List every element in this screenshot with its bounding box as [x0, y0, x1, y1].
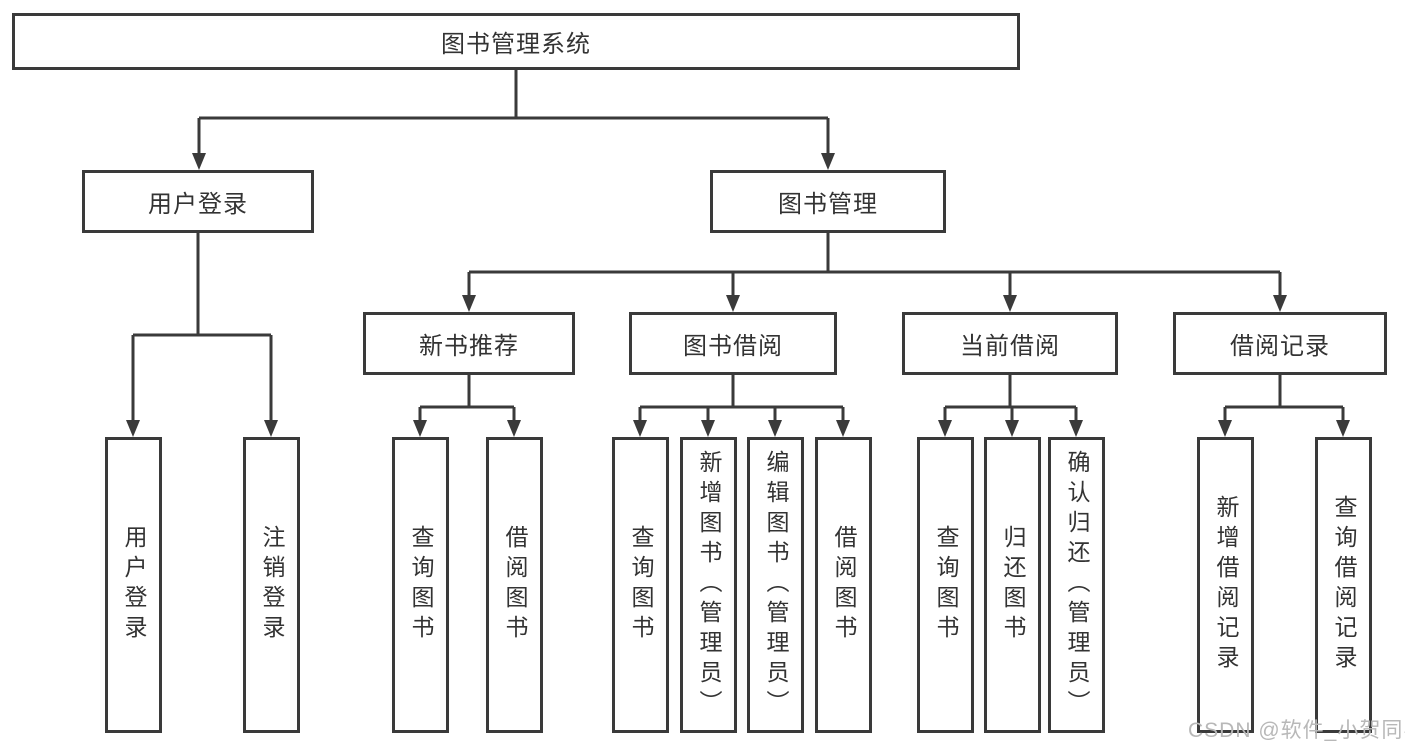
- node-borrow-records: 借阅记录: [1173, 312, 1387, 375]
- leaf-query-books-current: 查询图书: [917, 437, 974, 733]
- node-user-login: 用户登录: [82, 170, 314, 233]
- leaf-logout: 注销登录: [243, 437, 300, 733]
- leaf-add-books-admin: 新增图书（管理员）: [680, 437, 737, 733]
- leaf-user-login: 用户登录: [105, 437, 162, 733]
- leaf-confirm-return-admin: 确认归还（管理员）: [1048, 437, 1105, 733]
- leaf-borrow-books-recommend: 借阅图书: [486, 437, 543, 733]
- leaf-return-books: 归还图书: [984, 437, 1041, 733]
- node-current-borrow: 当前借阅: [902, 312, 1118, 375]
- node-root: 图书管理系统: [12, 13, 1020, 70]
- leaf-query-books-recommend: 查询图书: [392, 437, 449, 733]
- leaf-borrow-books: 借阅图书: [815, 437, 872, 733]
- leaf-edit-books-admin: 编辑图书（管理员）: [747, 437, 804, 733]
- csdn-watermark: CSDN @软件_小贺同学: [1188, 719, 1405, 742]
- node-book-management: 图书管理: [710, 170, 946, 233]
- node-new-book-recommend: 新书推荐: [363, 312, 575, 375]
- leaf-add-borrow-record: 新增借阅记录: [1197, 437, 1254, 733]
- leaf-query-borrow-record: 查询借阅记录: [1315, 437, 1372, 733]
- node-book-borrow: 图书借阅: [629, 312, 837, 375]
- leaf-query-books-borrow: 查询图书: [612, 437, 669, 733]
